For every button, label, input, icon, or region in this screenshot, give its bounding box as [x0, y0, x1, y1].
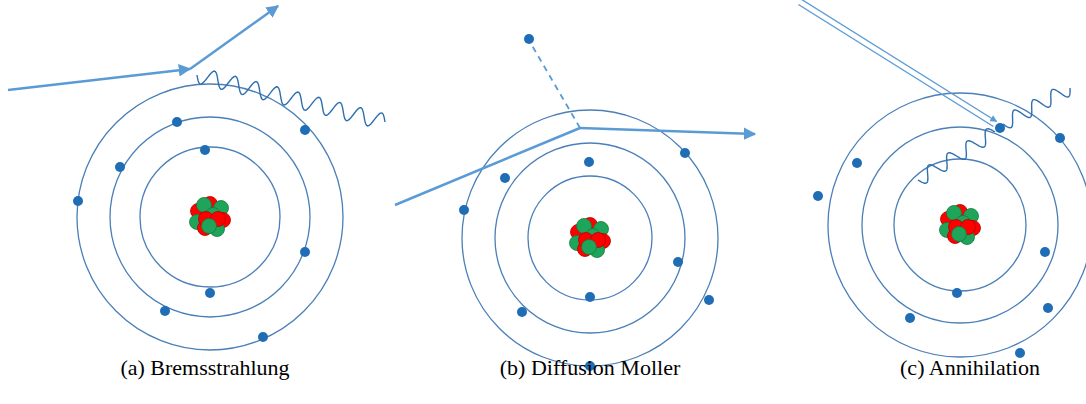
orbit-ring [77, 84, 343, 350]
electron [1055, 133, 1065, 143]
orbit-ring [862, 127, 1058, 323]
electron [952, 288, 962, 298]
electron [73, 196, 83, 206]
orbit-ring [528, 176, 652, 300]
electron [300, 125, 310, 135]
electron [517, 307, 527, 317]
electron [1043, 303, 1053, 313]
particle-tracks [8, 0, 997, 205]
electron [852, 158, 862, 168]
electron-dots [73, 117, 1065, 371]
orbit-rings [77, 84, 1086, 366]
electron [585, 292, 595, 302]
photon-waves [197, 71, 1070, 183]
photon-wave [197, 71, 385, 126]
nucleon [582, 240, 597, 255]
electron [813, 191, 823, 201]
orbit-ring [495, 143, 685, 333]
figure-caption: (b) Diffusion Moller [500, 355, 680, 381]
nucleus [190, 197, 981, 258]
electron [704, 295, 714, 305]
orbit-ring [140, 147, 280, 287]
figure-caption: (c) Annihilation [900, 355, 1040, 381]
electron [172, 117, 182, 127]
photon-wave [1003, 88, 1070, 128]
electron [680, 148, 690, 158]
electron [905, 313, 915, 323]
electron [200, 145, 210, 155]
electron [115, 162, 125, 172]
figure-caption: (a) Bremsstrahlung [120, 355, 289, 381]
electron [1040, 247, 1050, 257]
electron [205, 288, 215, 298]
electron [300, 247, 310, 257]
orbit-ring [462, 110, 718, 366]
orbit-ring [894, 159, 1026, 291]
orbit-ring [110, 117, 310, 317]
electron [160, 306, 170, 316]
electron [459, 205, 469, 215]
nucleon [952, 227, 967, 242]
electron [584, 157, 594, 167]
electron [258, 332, 268, 342]
electron [500, 173, 510, 183]
photon-wave [918, 129, 995, 184]
orbit-ring [828, 93, 1086, 357]
electron [673, 257, 683, 267]
nucleon [202, 219, 217, 234]
